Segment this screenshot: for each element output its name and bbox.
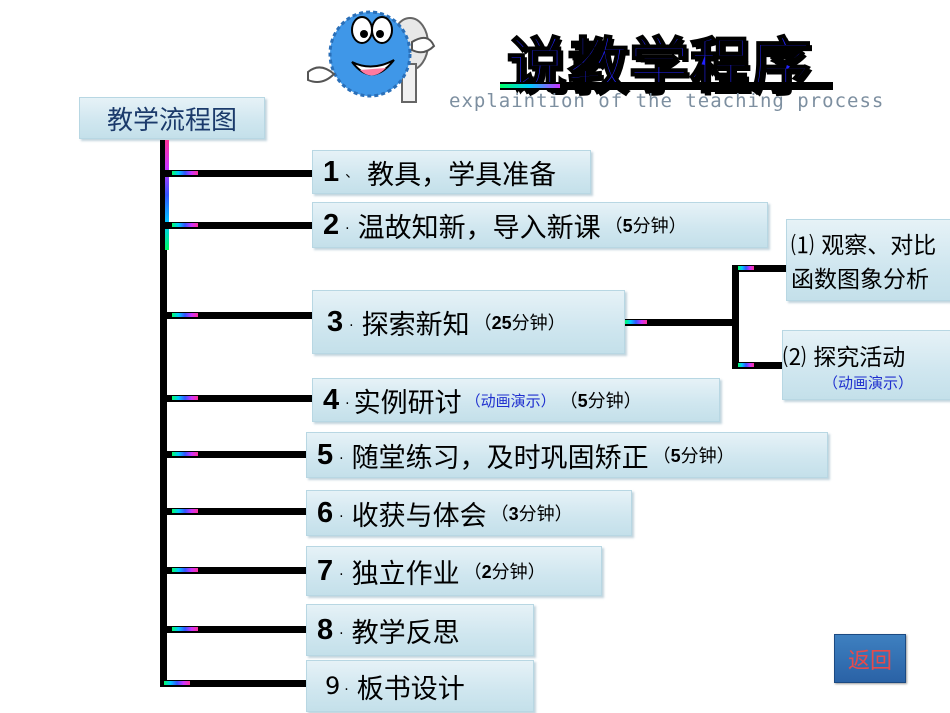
step-3-label: 探索新知 <box>361 309 470 341</box>
connector-accent-4 <box>172 396 198 400</box>
substep-1-line1: ⑴ 观察、对比 <box>791 233 937 259</box>
step-9-separator: . <box>344 678 349 694</box>
connector-8 <box>160 626 306 633</box>
connector-3 <box>160 312 312 319</box>
step-7-duration: （2分钟） <box>463 562 546 583</box>
page-title: 说教学程序 <box>506 31 812 103</box>
flowchart-root: 教学流程图 <box>79 97 265 139</box>
substep-1[interactable]: ⑴ 观察、对比 函数图象分析 <box>786 219 950 301</box>
step-2-label: 温故知新，导入新课 <box>357 212 601 244</box>
back-button[interactable]: 返回 <box>834 634 906 683</box>
step-6-number: 6 <box>317 496 334 529</box>
step-4-duration: （5分钟） <box>559 391 642 412</box>
branch-connector <box>625 319 735 326</box>
step-3-separator: . <box>349 314 354 330</box>
step-1[interactable]: 1 、 教具，学具准备 <box>312 150 591 194</box>
step-4[interactable]: 4 . 实例研讨 （动画演示） （5分钟） <box>312 378 720 422</box>
step-9[interactable]: 9 . 板书设计 <box>306 660 534 712</box>
connector-9 <box>160 680 306 687</box>
step-9-label: 板书设计 <box>356 673 465 705</box>
step-2-duration: （5分钟） <box>604 216 687 237</box>
step-2-separator: . <box>345 217 350 233</box>
branch-trunk <box>732 265 739 369</box>
step-5-number: 5 <box>317 438 334 471</box>
step-8-label: 教学反思 <box>351 617 460 649</box>
step-5-duration: （5分钟） <box>652 446 735 467</box>
branch-connector-2 <box>732 362 790 369</box>
step-8-separator: . <box>339 622 344 638</box>
step-7-separator: . <box>339 563 344 579</box>
connector-2 <box>160 222 312 229</box>
step-4-label: 实例研讨 <box>353 387 462 419</box>
substep-1-line2: 函数图象分析 <box>791 267 929 293</box>
flowchart-root-label: 教学流程图 <box>106 105 237 136</box>
connector-accent-8 <box>172 627 198 631</box>
branch-connector-accent <box>625 320 647 324</box>
step-4-number: 4 <box>323 383 340 416</box>
step-1-label: 教具，学具准备 <box>367 159 557 191</box>
step-7[interactable]: 7 . 独立作业 （2分钟） <box>306 546 602 596</box>
connector-4 <box>160 395 312 402</box>
step-4-separator: . <box>345 392 350 408</box>
connector-accent-5 <box>172 452 198 456</box>
step-2[interactable]: 2 . 温故知新，导入新课 （5分钟） <box>312 202 768 248</box>
connector-5 <box>160 451 306 458</box>
step-1-separator: 、 <box>345 165 360 181</box>
step-5-separator: . <box>339 447 344 463</box>
substep-2-animation-note: （动画演示） <box>823 373 914 392</box>
step-7-number: 7 <box>317 554 334 587</box>
step-4-animation-note: （动画演示） <box>465 391 556 410</box>
connector-accent-2 <box>172 223 198 227</box>
connector-1 <box>160 170 312 177</box>
flowchart-trunk <box>160 140 167 687</box>
step-6-separator: . <box>339 505 344 521</box>
substep-2-line1: ⑵ 探究活动 <box>783 344 906 371</box>
title-underline <box>500 82 833 90</box>
title-underline-accent <box>500 84 560 88</box>
connector-7 <box>160 567 306 574</box>
step-2-number: 2 <box>323 208 340 241</box>
connector-accent-7 <box>172 568 198 572</box>
step-6[interactable]: 6 . 收获与体会 （3分钟） <box>306 490 632 536</box>
step-6-label: 收获与体会 <box>351 500 487 532</box>
step-9-number: 9 <box>325 672 341 700</box>
step-1-number: 1 <box>323 155 340 188</box>
step-8-number: 8 <box>317 613 334 646</box>
connector-accent-9 <box>164 681 190 685</box>
substep-2[interactable]: ⑵ 探究活动 （动画演示） <box>782 330 950 400</box>
connector-accent-6 <box>172 509 198 513</box>
page-subtitle: explaintion of the teaching process <box>449 90 885 112</box>
step-5[interactable]: 5 . 随堂练习，及时巩固矫正 （5分钟） <box>306 432 828 478</box>
branch-connector-1 <box>732 265 790 272</box>
step-7-label: 独立作业 <box>351 558 460 590</box>
connector-accent-1 <box>172 171 198 175</box>
step-3-number: 3 <box>327 305 344 338</box>
step-5-label: 随堂练习，及时巩固矫正 <box>351 442 649 474</box>
trunk-accent <box>165 140 169 250</box>
step-6-duration: （3分钟） <box>490 504 573 525</box>
connector-accent-3 <box>172 313 198 317</box>
connector-6 <box>160 508 306 515</box>
branch-connector-accent-2 <box>738 363 754 367</box>
step-3-duration: （25分钟） <box>473 313 566 334</box>
mascot-image <box>300 2 440 112</box>
step-8[interactable]: 8 . 教学反思 <box>306 604 534 656</box>
branch-connector-accent-1 <box>738 266 754 270</box>
step-3[interactable]: 3 . 探索新知 （25分钟） <box>312 290 625 354</box>
